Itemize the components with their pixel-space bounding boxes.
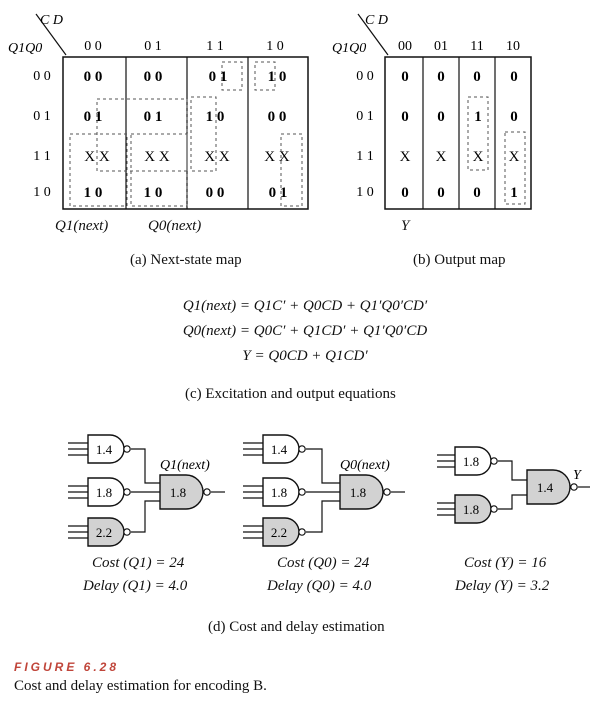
kmap-b-cell: X [509,149,520,165]
kmap-b-row-header: 0 0 [356,69,374,84]
kmap-a-cell: 0 1 [209,69,228,85]
kmap-a-label-q0next: Q0(next) [148,218,202,234]
kmap-b-cell: 1 [510,185,518,201]
kmap-b-cell: 0 [510,109,518,125]
kmap-b-label-y: Y [401,218,410,234]
kmap-a-cell: 1 0 [206,109,225,125]
gate-q1-in3-delay: 2.2 [96,525,112,540]
kmap-a-cell: 1 0 [144,185,163,201]
cost-q1: Cost (Q1) = 24 [92,555,185,571]
gate-y-in1-delay: 1.8 [463,454,479,469]
kmap-b-row-header: 1 1 [356,149,374,164]
kmap-a-cells: 0 0 0 0 0 1 1 0 0 1 0 1 1 0 0 0 X X X X … [84,69,290,201]
kmap-a-cell: X X [84,149,110,165]
next-state-kmap: C D Q1Q0 0 0 0 1 1 1 1 0 0 0 0 1 1 1 1 0… [8,13,309,210]
kmap-a-col-header: 0 1 [144,39,162,54]
kmap-b-cell: X [436,149,447,165]
kmap-b-cell: 0 [437,109,445,125]
gate-y-out-delay: 1.4 [537,480,554,495]
kmap-b-cell: 0 [401,109,409,125]
kmap-b-cell: X [400,149,411,165]
gate-q0-in2-delay: 1.8 [271,485,287,500]
circuit-y-output-label: Y [573,468,583,483]
kmap-a-cell: 0 1 [84,109,103,125]
kmap-a-col-header: 0 0 [84,39,102,54]
kmap-a-row-header: 1 0 [33,185,51,200]
kmap-a-cell: X X [144,149,170,165]
kmap-b-cell: 0 [473,185,481,201]
caption-b: (b) Output map [413,252,506,268]
kmap-b-cell: X [473,149,484,165]
gate-q0-out-delay: 1.8 [350,485,366,500]
equation-q0next: Q0(next) = Q0C′ + Q1CD′ + Q1′Q0′CD [182,323,428,339]
kmap-a-cell: 0 1 [269,185,288,201]
kmap-b-cell: 0 [437,185,445,201]
kmap-a-row-header: 0 1 [33,109,51,124]
figure-label: FIGURE 6.28 [14,660,120,674]
kmap-b-row-header: 0 1 [356,109,374,124]
kmap-a-cell: 1 0 [84,185,103,201]
gate-q0-in3-delay: 2.2 [271,525,287,540]
delay-y: Delay (Y) = 3.2 [455,578,550,594]
delay-q0: Delay (Q0) = 4.0 [267,578,372,594]
kmap-a-row-header: 1 1 [33,149,51,164]
circuit-q0 [243,442,405,539]
kmap-a-corner-cd: C D [40,13,63,28]
cost-y: Cost (Y) = 16 [464,555,547,571]
cost-q0: Cost (Q0) = 24 [277,555,370,571]
output-kmap: C D Q1Q0 00 01 11 10 0 0 0 1 1 1 1 0 0 0… [332,13,532,210]
delay-q1: Delay (Q1) = 4.0 [83,578,188,594]
kmap-b-col-header: 10 [506,39,520,54]
kmap-a-cell: 0 0 [206,185,225,201]
kmap-b-cell: 0 [473,69,481,85]
kmap-b-col-header: 00 [398,39,412,54]
kmap-a-groupings [69,61,303,207]
kmap-b-cell: 0 [401,185,409,201]
circuit-q1 [68,442,225,539]
kmap-a-col-header: 1 1 [206,39,224,54]
gate-q0-in1-delay: 1.4 [271,442,288,457]
kmap-a-corner-q: Q1Q0 [8,41,42,56]
kmap-a-col-header: 1 0 [266,39,284,54]
caption-a: (a) Next-state map [130,252,242,268]
kmap-b-frame [384,56,532,210]
gate-q1-in1-delay: 1.4 [96,442,113,457]
kmap-b-cell: 1 [474,109,482,125]
kmap-b-cells: 0 0 0 0 0 0 1 0 X X X X 0 0 0 1 [400,69,520,201]
gate-circuits: 1.4 1.8 2.2 1.8 Q1(next) 1.4 1.8 2.2 1.8… [68,434,590,547]
circuit-y [437,454,590,516]
kmap-b-groupings [467,96,526,205]
kmap-b-cell: 0 [510,69,518,85]
kmap-a-cell: 0 0 [144,69,163,85]
equation-y: Y = Q0CD + Q1CD′ [242,348,368,364]
kmap-a-cell: 0 0 [268,109,287,125]
gate-y-in2-delay: 1.8 [463,502,479,517]
caption-d: (d) Cost and delay estimation [208,619,385,635]
kmap-a-cell: 1 0 [268,69,287,85]
figure-caption: Cost and delay estimation for encoding B… [14,678,267,694]
gate-q1-in2-delay: 1.8 [96,485,112,500]
kmap-b-col-header: 11 [470,39,483,54]
kmap-b-corner-q: Q1Q0 [332,41,366,56]
equation-q1next: Q1(next) = Q1C′ + Q0CD + Q1′Q0′CD′ [182,298,428,314]
kmap-b-row-header: 1 0 [356,185,374,200]
kmap-b-cell: 0 [401,69,409,85]
circuit-q0-output-label: Q0(next) [340,458,390,473]
caption-c: (c) Excitation and output equations [185,386,396,402]
kmap-a-row-header: 0 0 [33,69,51,84]
kmap-a-frame [62,56,309,210]
kmap-b-col-header: 01 [434,39,448,54]
gate-q1-out-delay: 1.8 [170,485,186,500]
circuit-q1-output-label: Q1(next) [160,458,210,473]
kmap-a-cell: 0 1 [144,109,163,125]
kmap-b-corner-cd: C D [365,13,388,28]
kmap-a-cell: X X [204,149,230,165]
kmap-b-cell: 0 [437,69,445,85]
kmap-a-cell: 0 0 [84,69,103,85]
kmap-a-cell: X X [264,149,290,165]
kmap-a-label-q1next: Q1(next) [55,218,109,234]
